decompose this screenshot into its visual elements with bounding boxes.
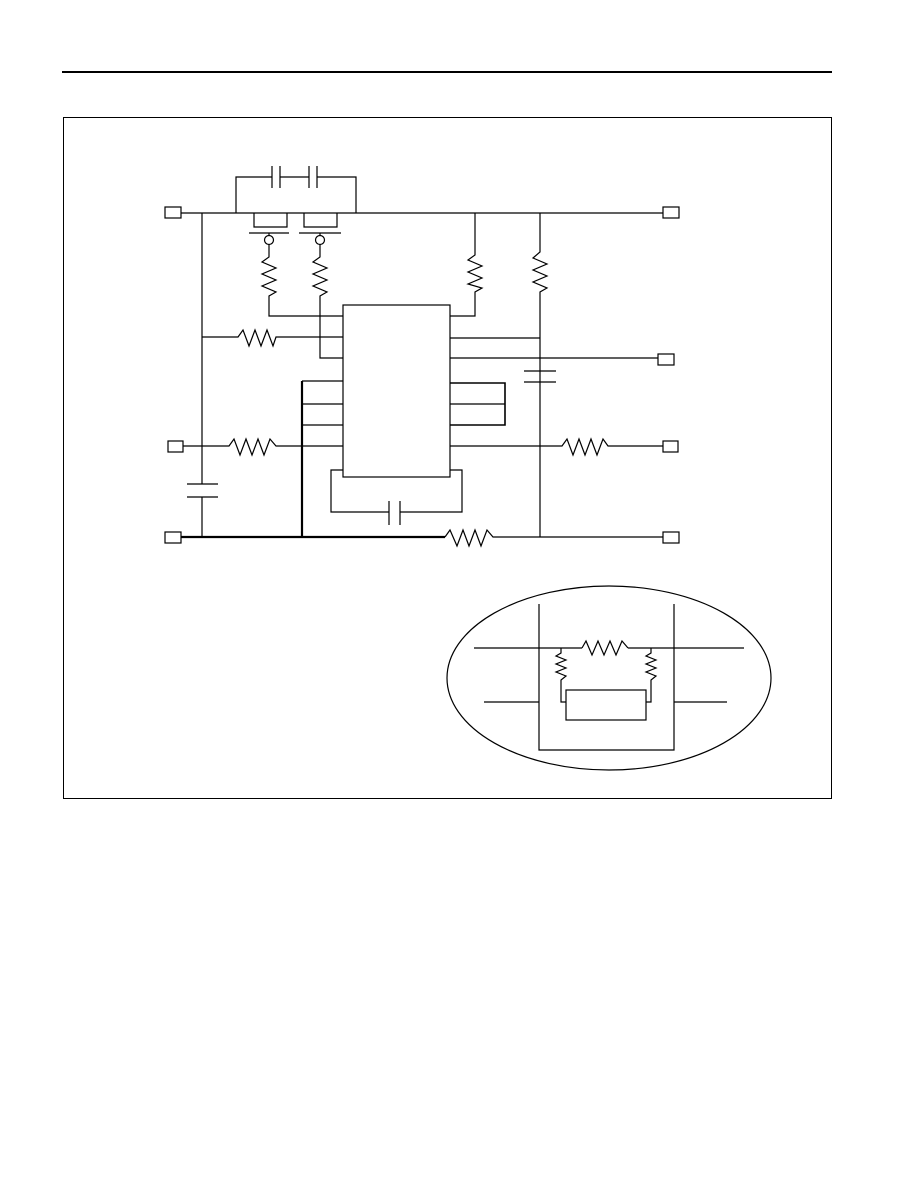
pfet-right: [299, 213, 341, 250]
resistor-left-input: [183, 437, 343, 457]
figure-frame: [63, 117, 832, 799]
terminal-bottom-left: [164, 531, 182, 544]
terminal-left-mid: [167, 440, 184, 453]
resistor-pullup-1: [450, 213, 484, 317]
resistor-pullup-2: [531, 213, 549, 537]
resistor-gate-left: [260, 250, 343, 317]
top-capacitor-pair: [235, 166, 357, 213]
resistor-gate-right: [311, 250, 343, 359]
resistor-bottom: [444, 528, 663, 548]
resistor-left-upper: [202, 328, 343, 348]
terminal-right-mid: [662, 440, 679, 453]
terminal-top-left: [164, 206, 182, 219]
terminal-bottom-right: [662, 531, 680, 544]
terminal-top-right: [662, 206, 680, 219]
pfet-left: [249, 213, 289, 250]
capacitor-left: [187, 483, 218, 498]
resistor-right-input: [450, 437, 663, 457]
terminal-right-output: [657, 353, 675, 366]
ic-body: [342, 304, 451, 478]
capacitor-right: [524, 370, 556, 383]
inset-ellipse: [446, 585, 772, 771]
capacitor-loop: [330, 469, 389, 513]
inset-detail: [474, 604, 744, 751]
header-rule: [62, 71, 832, 73]
inset-component-box: [565, 689, 647, 721]
